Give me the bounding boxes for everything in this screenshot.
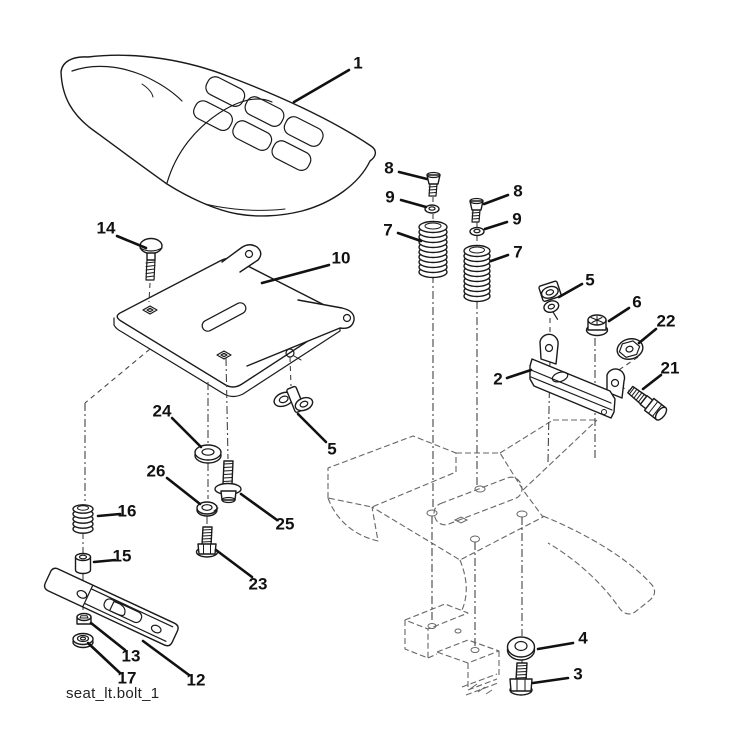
callout-line-23 (214, 548, 254, 579)
callout-line-4 (536, 641, 575, 651)
callout-line-10 (260, 263, 331, 285)
callout-line-22 (637, 327, 658, 345)
lock-washer-26-part (196, 501, 219, 517)
callout-label-5a: 5 (327, 440, 336, 459)
seat-bracket-part (529, 333, 626, 419)
hex-bolt-right-part (469, 197, 484, 223)
callout-line-2 (505, 368, 533, 380)
callout-line-12 (141, 639, 191, 677)
callout-line-7b (489, 253, 510, 263)
callout-label-8b: 8 (513, 182, 522, 201)
hex-bolt-23-part (195, 526, 219, 558)
washer-right-part (469, 226, 485, 237)
callout-line-3 (531, 676, 570, 685)
spacer-bushing-part (74, 552, 92, 575)
spring-right-part (463, 244, 491, 303)
callout-label-2: 2 (493, 370, 502, 389)
callout-line-9b (483, 220, 509, 231)
callout-line-7a (396, 231, 423, 243)
callout-label-5b: 5 (585, 271, 594, 290)
carriage-bolt-part (139, 237, 163, 281)
callout-line-9a (399, 198, 428, 209)
callout-label-17: 17 (118, 669, 137, 688)
diagram-caption: seat_lt.bolt_1 (66, 685, 160, 702)
shoulder-bolt-part (627, 385, 668, 421)
washer-left-part (424, 204, 440, 214)
callout-line-5b (557, 282, 584, 299)
callout-label-24: 24 (153, 402, 172, 421)
flat-washer-rear-part (506, 636, 536, 661)
callout-line-25 (239, 492, 279, 522)
callout-label-1: 1 (353, 54, 362, 73)
callout-line-6 (607, 306, 631, 323)
adjustment-bracket-part (43, 567, 179, 647)
callout-label-16: 16 (118, 502, 137, 521)
callout-line-17 (86, 641, 122, 675)
seat-vent-slots (193, 76, 324, 171)
callout-line-14 (115, 234, 148, 250)
callout-label-7b: 7 (513, 243, 522, 262)
callout-label-25: 25 (276, 515, 295, 534)
callout-line-26 (165, 476, 202, 506)
callout-label-26: 26 (147, 462, 166, 481)
shoulder-screw-25-part (214, 460, 242, 504)
spring-small-part (72, 504, 94, 534)
callout-label-9b: 9 (512, 210, 521, 229)
alignment-axis-lines (82, 197, 639, 663)
callout-line-1 (292, 68, 351, 104)
callout-label-23: 23 (249, 575, 268, 594)
seat-pan-part (113, 244, 355, 398)
callout-line-5a (296, 412, 328, 444)
callout-label-3: 3 (573, 665, 582, 684)
callout-label-10: 10 (332, 249, 351, 268)
callout-line-15 (92, 558, 117, 564)
callout-line-13 (89, 621, 127, 652)
flange-locknut-6-part (585, 314, 609, 337)
callout-line-8b (482, 193, 510, 206)
square-nut-13-part (76, 612, 92, 625)
callout-line-21 (641, 373, 663, 391)
callout-line-8a (397, 170, 429, 181)
callout-label-8a: 8 (384, 159, 393, 178)
seat-part (60, 54, 377, 217)
callout-label-6: 6 (632, 293, 641, 312)
pan-square-hole-front (142, 305, 158, 315)
spring-left-part (418, 220, 448, 279)
pan-square-hole-rear (216, 350, 232, 360)
callout-label-14: 14 (97, 219, 116, 238)
callout-label-7a: 7 (383, 221, 392, 240)
hex-bolt-left-part (426, 171, 441, 197)
callout-label-22: 22 (657, 312, 676, 331)
callout-label-4: 4 (578, 629, 588, 648)
mounting-bracket-outline (404, 603, 500, 696)
callout-line-24 (170, 416, 203, 449)
retainer-clip-pan-part (273, 385, 314, 413)
hex-bolt-rear-part (509, 662, 533, 696)
callout-label-15: 15 (113, 547, 132, 566)
callout-label-12: 12 (187, 671, 206, 690)
callout-label-21: 21 (661, 359, 680, 378)
callout-label-13: 13 (122, 647, 141, 666)
keps-nut-22-part (616, 338, 644, 360)
callout-label-9a: 9 (385, 188, 394, 207)
chassis-fender-outline (327, 419, 656, 615)
flat-washer-24-part (194, 444, 222, 464)
callout-line-16 (96, 512, 122, 518)
retainer-clip-bracket-part (538, 280, 562, 320)
